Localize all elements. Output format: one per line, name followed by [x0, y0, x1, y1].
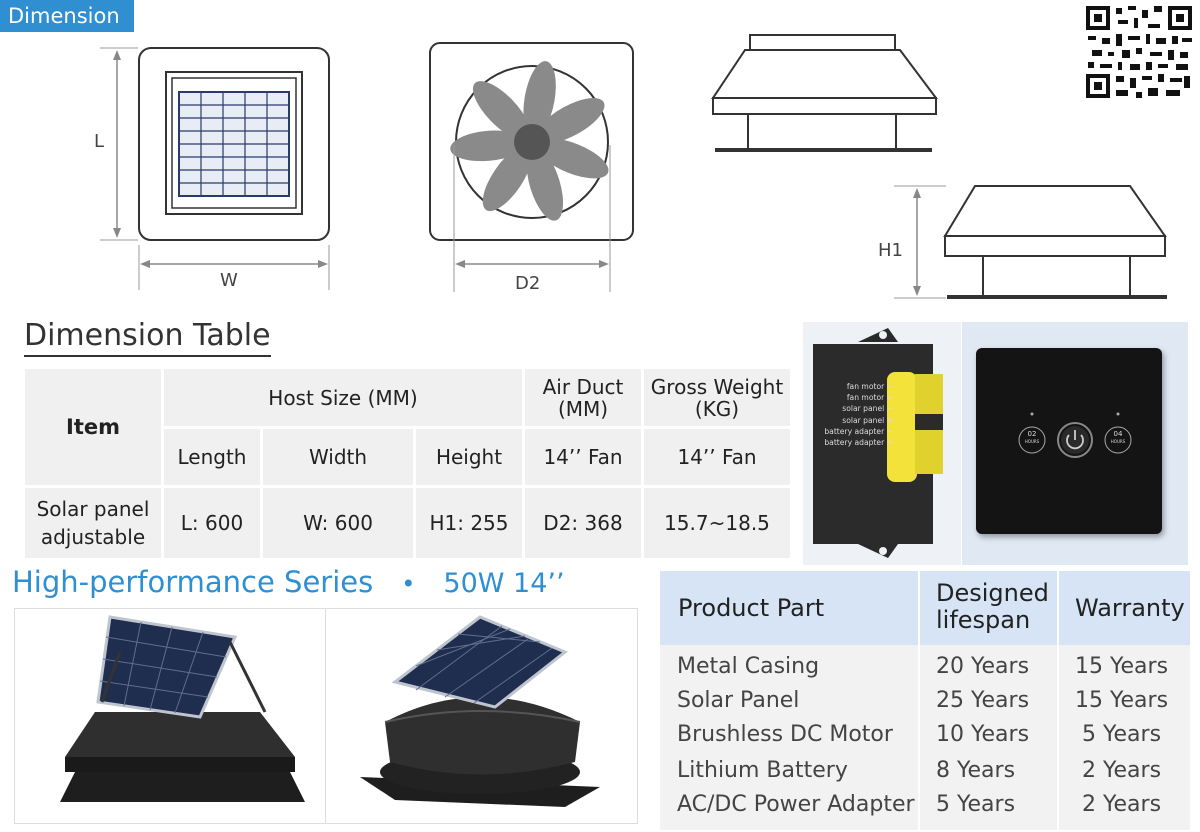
dimension-label-w: W — [220, 270, 238, 291]
gross-weight-header-line1: Gross Weight — [650, 374, 784, 399]
controller-label-4: solar panel + — [842, 415, 893, 425]
host-size-header: Host Size (MM) — [164, 369, 522, 426]
gross-weight-header: Gross Weight (KG) — [644, 369, 790, 426]
warranty-row-4-part: Lithium Battery — [677, 758, 848, 783]
series-name: High-performance Series — [12, 565, 374, 599]
power-icon — [1066, 434, 1084, 450]
controller-label-1: fan motor − — [846, 382, 893, 391]
warranty-table-body — [660, 645, 1190, 830]
controller-image: fan motor − fan motor + solar panel − so… — [803, 322, 961, 565]
switch-label-right-sub: HOURS — [1110, 439, 1126, 444]
item-header: Item — [25, 369, 161, 485]
series-dot: • — [401, 570, 416, 598]
dimension-label-h1: H1 — [878, 240, 903, 261]
side-view-drawing-top — [711, 34, 938, 152]
warranty-row-5-part: AC/DC Power Adapter — [677, 792, 915, 817]
controller-label-6: battery adapter + — [824, 438, 893, 448]
controller-label-5: battery adapter − — [824, 426, 893, 436]
warranty-row-4-lifespan: 8 Years — [936, 758, 1016, 783]
switch-label-left: 02 — [1027, 430, 1037, 438]
side-view-drawing-h1 — [894, 185, 1167, 299]
warranty-row-1-part: Metal Casing — [677, 654, 820, 679]
height-header: Height — [416, 429, 522, 485]
switch-label-right: 04 — [1113, 430, 1123, 438]
dimension-tag: Dimension — [0, 0, 134, 32]
warranty-row-2-lifespan: 25 Years — [936, 688, 1030, 713]
gross-weight-header-line2: (KG) — [694, 396, 740, 421]
warranty-header-lifespan-line2: lifespan — [936, 606, 1031, 634]
warranty-col-divider-2 — [1057, 571, 1059, 832]
warranty-row-2-part: Solar Panel — [677, 688, 800, 713]
product-photo-square — [60, 615, 305, 802]
warranty-row-3-warranty: 5 Years — [1082, 722, 1162, 747]
controller-label-3: solar panel − — [842, 404, 893, 414]
width-header: Width — [263, 429, 413, 485]
series-heading: High-performance Series • 50W 14’’ — [12, 565, 565, 599]
air-duct-header-line1: Air Duct — [542, 374, 624, 399]
qr-code-icon — [1086, 6, 1192, 98]
product-photos-divider — [325, 608, 326, 824]
product-photo-round — [360, 615, 600, 807]
air-duct-fan-header: 14’’ Fan — [525, 429, 641, 485]
warranty-row-5-lifespan: 5 Years — [936, 792, 1016, 817]
dimension-table: Item Host Size (MM) Air Duct (MM) Gross … — [22, 366, 793, 561]
warranty-row-3-part: Brushless DC Motor — [677, 722, 893, 747]
height-value: H1: 255 — [416, 488, 522, 558]
warranty-row-2-warranty: 15 Years — [1075, 688, 1169, 713]
row-label: Solar panel adjustable — [25, 488, 161, 558]
warranty-header-warranty: Warranty — [1075, 594, 1185, 622]
fan-view-drawing — [429, 42, 634, 292]
switch-panel-image: 02 HOURS 04 HOURS — [962, 322, 1188, 565]
gross-weight-fan-header: 14’’ Fan — [644, 429, 790, 485]
dimension-label-d2: D2 — [515, 273, 541, 294]
dimension-label-l: L — [94, 131, 105, 152]
length-value: L: 600 — [164, 488, 260, 558]
row-label-line1: Solar panel — [36, 497, 150, 521]
width-value: W: 600 — [263, 488, 413, 558]
series-spec: 50W 14’’ — [443, 568, 565, 599]
air-duct-header: Air Duct (MM) — [525, 369, 641, 426]
dimension-table-title: Dimension Table — [24, 318, 271, 357]
controller-label-2: fan motor + — [846, 393, 893, 403]
product-photos-frame — [14, 608, 638, 824]
warranty-row-3-lifespan: 10 Years — [936, 722, 1030, 747]
warranty-col-divider-1 — [918, 571, 920, 832]
warranty-row-5-warranty: 2 Years — [1082, 792, 1162, 817]
length-header: Length — [164, 429, 260, 485]
warranty-header-lifespan: Designed lifespan — [936, 580, 1049, 634]
warranty-header-lifespan-line1: Designed — [936, 579, 1049, 607]
switch-label-left-sub: HOURS — [1024, 439, 1040, 444]
warranty-table-header — [660, 571, 1190, 645]
warranty-row-1-lifespan: 20 Years — [936, 654, 1030, 679]
warranty-row-4-warranty: 2 Years — [1082, 758, 1162, 783]
warranty-header-part: Product Part — [678, 594, 825, 622]
gross-weight-value: 15.7~18.5 — [644, 488, 790, 558]
warranty-row-1-warranty: 15 Years — [1075, 654, 1169, 679]
top-view-drawing — [100, 47, 330, 290]
air-duct-value: D2: 368 — [525, 488, 641, 558]
row-label-line2: adjustable — [40, 525, 146, 549]
air-duct-header-line2: (MM) — [557, 396, 609, 421]
